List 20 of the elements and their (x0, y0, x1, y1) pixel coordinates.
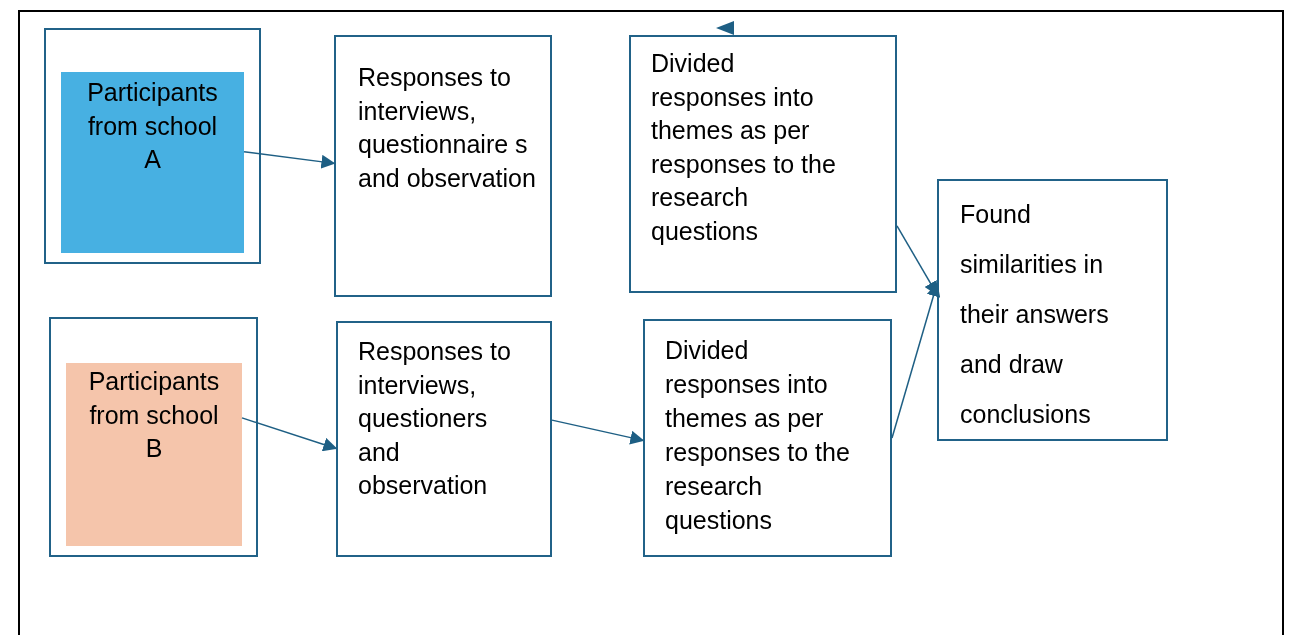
outer-box (44, 28, 261, 264)
participant-box (61, 72, 244, 253)
process-box (334, 35, 552, 297)
arrow (551, 419, 645, 445)
box-text: Divided responses into themes as per responses to the research questions (665, 335, 851, 536)
outer-box (49, 317, 258, 557)
process-box (643, 319, 892, 557)
box-text: Responses to interviews, questioners and observation (358, 336, 512, 501)
arrow (243, 150, 336, 169)
box-text: Participants from school A (86, 77, 219, 175)
process-box (336, 321, 552, 557)
box-text: Participants from school B (87, 366, 221, 464)
process-box (629, 35, 897, 293)
arrow (891, 282, 941, 439)
box-text: Divided responses into themes as per responses to the research questions (651, 48, 837, 247)
participant-box (66, 363, 242, 546)
box-text: Found similarities in their answers and draw conclusions (960, 199, 1110, 430)
result-box (937, 179, 1168, 441)
arrow (241, 417, 338, 452)
box-text: Responses to interviews, questionnaire s and observation (358, 62, 537, 194)
